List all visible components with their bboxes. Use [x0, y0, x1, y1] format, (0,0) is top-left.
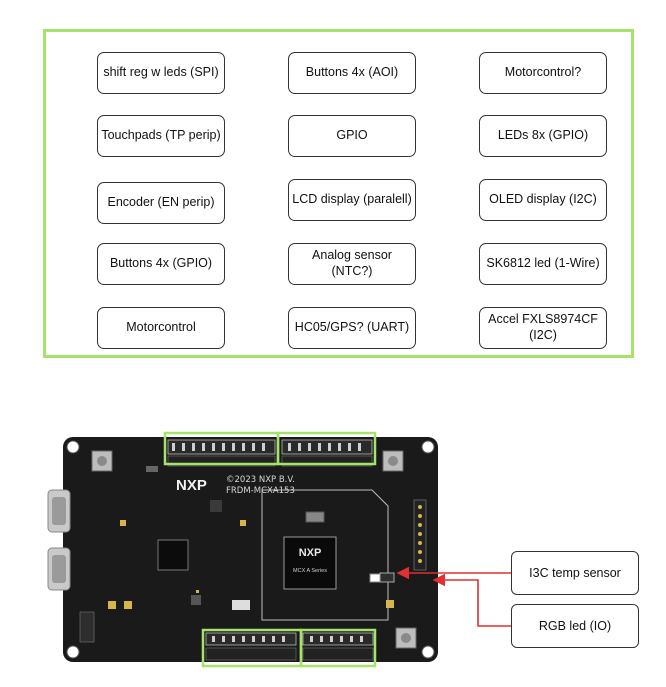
module-box: Motorcontrol	[97, 307, 225, 349]
pcb-logo: NXP	[176, 477, 207, 494]
highlight-j4	[299, 628, 377, 668]
mounting-hole	[421, 645, 435, 659]
module-box: Motorcontrol?	[479, 52, 607, 94]
mounting-hole	[66, 440, 80, 454]
module-box: Buttons 4x (GPIO)	[97, 243, 225, 285]
mcu-series-text: MCX A Series	[293, 568, 327, 574]
module-box: shift reg w leds (SPI)	[97, 52, 225, 94]
module-box: Buttons 4x (AOI)	[288, 52, 416, 94]
module-box: GPIO	[288, 115, 416, 157]
module-frame	[43, 29, 634, 358]
module-box: HC05/GPS? (UART)	[288, 307, 416, 349]
arrow-rgb-led	[432, 573, 512, 627]
mounting-hole	[421, 440, 435, 454]
pcb-model: FRDM-MCXA153	[226, 486, 295, 496]
module-box: Analog sensor (NTC?)	[288, 243, 416, 285]
rgb-led	[369, 573, 381, 583]
module-box: LCD display (paralell)	[288, 179, 416, 221]
highlight-j1	[276, 431, 377, 466]
pcb-copyright: ©2023 NXP B.V.	[226, 475, 295, 485]
callout-rgb-led: RGB led (IO)	[511, 604, 639, 648]
module-box: Accel FXLS8974CF (I2C)	[479, 307, 607, 349]
temp-sensor-chip	[379, 572, 395, 583]
mcu-chip	[283, 536, 337, 590]
pcb-board	[63, 437, 438, 662]
callout-temp-sensor: I3C temp sensor	[511, 551, 639, 595]
module-box: SK6812 led (1-Wire)	[479, 243, 607, 285]
module-box: OLED display (I2C)	[479, 179, 607, 221]
mounting-hole	[66, 645, 80, 659]
module-box: Encoder (EN perip)	[97, 182, 225, 224]
module-box: LEDs 8x (GPIO)	[479, 115, 607, 157]
crystal	[305, 511, 325, 523]
module-box: Touchpads (TP perip)	[97, 115, 225, 157]
debug-mcu-chip	[157, 539, 189, 571]
mcu-brand-text: NXP	[299, 547, 322, 559]
